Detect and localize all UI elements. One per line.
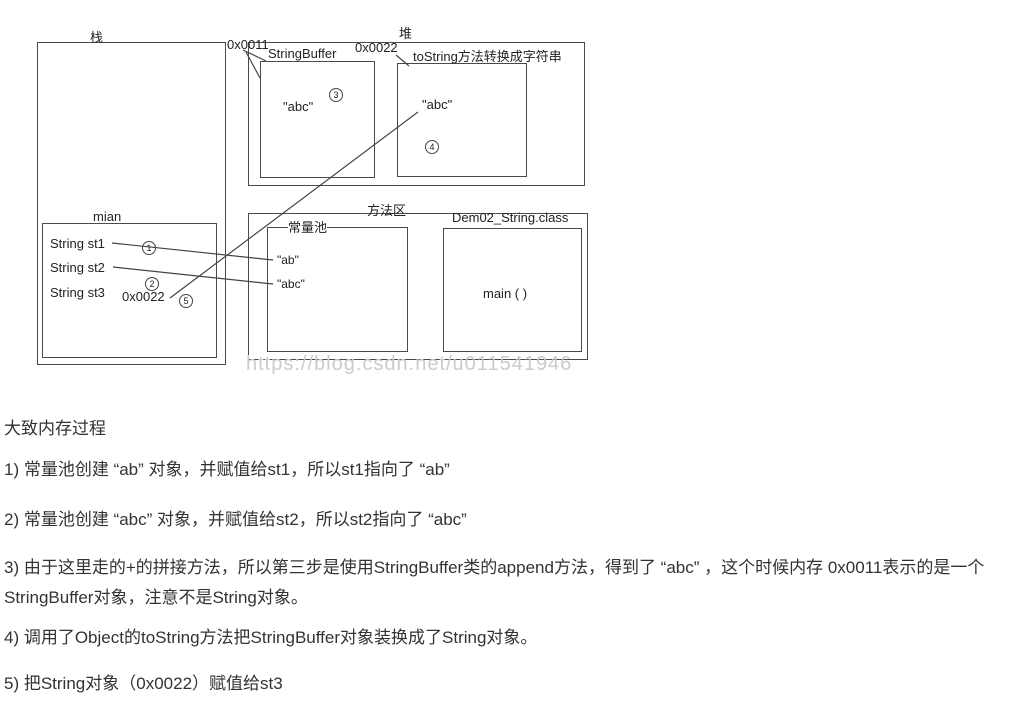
class-box-label: Dem02_String.class (452, 210, 569, 225)
class-box (443, 228, 582, 352)
note-item-4: 4) 调用了Object的toString方法把StringBuffer对象装换… (4, 628, 538, 647)
watermark-text: https://blog.csdn.net/u011541946 (246, 353, 573, 375)
tostring-value: "abc" (422, 97, 453, 112)
circled-number-4: 4 (425, 140, 439, 154)
note-item-1: 1) 常量池创建 “ab” 对象，并赋值给st1，所以st1指向了 “ab” (4, 460, 450, 479)
stringbuffer-label: StringBuffer (268, 46, 337, 61)
circled-number-2: 2 (145, 277, 159, 291)
note-item-3: 3) 由于这里走的+的拼接方法，所以第三步是使用StringBuffer类的ap… (4, 558, 985, 607)
notes-title: 大致内存过程 (4, 419, 106, 438)
stack-var-st1: String st1 (50, 236, 105, 251)
note-item-5: 5) 把String对象（0x0022）赋值给st3 (4, 674, 283, 693)
constant-pool-label: 常量池 (288, 220, 328, 236)
constant-pool-value-abc: "abc" (277, 277, 305, 291)
circled-number-3: 3 (329, 88, 343, 102)
heap-label: 堆 (399, 26, 413, 41)
constant-pool-value-ab: "ab" (277, 253, 299, 267)
tostring-label: toString方法转换成字符串 (413, 49, 562, 64)
note-item-2: 2) 常量池创建 “abc” 对象，并赋值给st2，所以st2指向了 “abc” (4, 510, 467, 529)
method-area-label: 方法区 (367, 203, 407, 218)
tostring-box (397, 63, 527, 177)
stringbuffer-value: "abc" (283, 99, 314, 114)
class-box-content: main ( ) (483, 286, 528, 301)
stack-var-st3: String st3 (50, 285, 105, 300)
stringbuffer-box (260, 61, 375, 178)
heap-address-0x0022: 0x0022 (355, 40, 398, 55)
stack-address-0x0022: 0x0022 (122, 289, 165, 304)
stack-label: 栈 (90, 30, 104, 45)
heap-address-0x0011: 0x0011 (227, 37, 269, 52)
circled-number-5: 5 (179, 294, 193, 308)
stack-var-st2: String st2 (50, 260, 105, 275)
main-frame-label: mian (93, 209, 122, 224)
circled-number-1: 1 (142, 241, 156, 255)
